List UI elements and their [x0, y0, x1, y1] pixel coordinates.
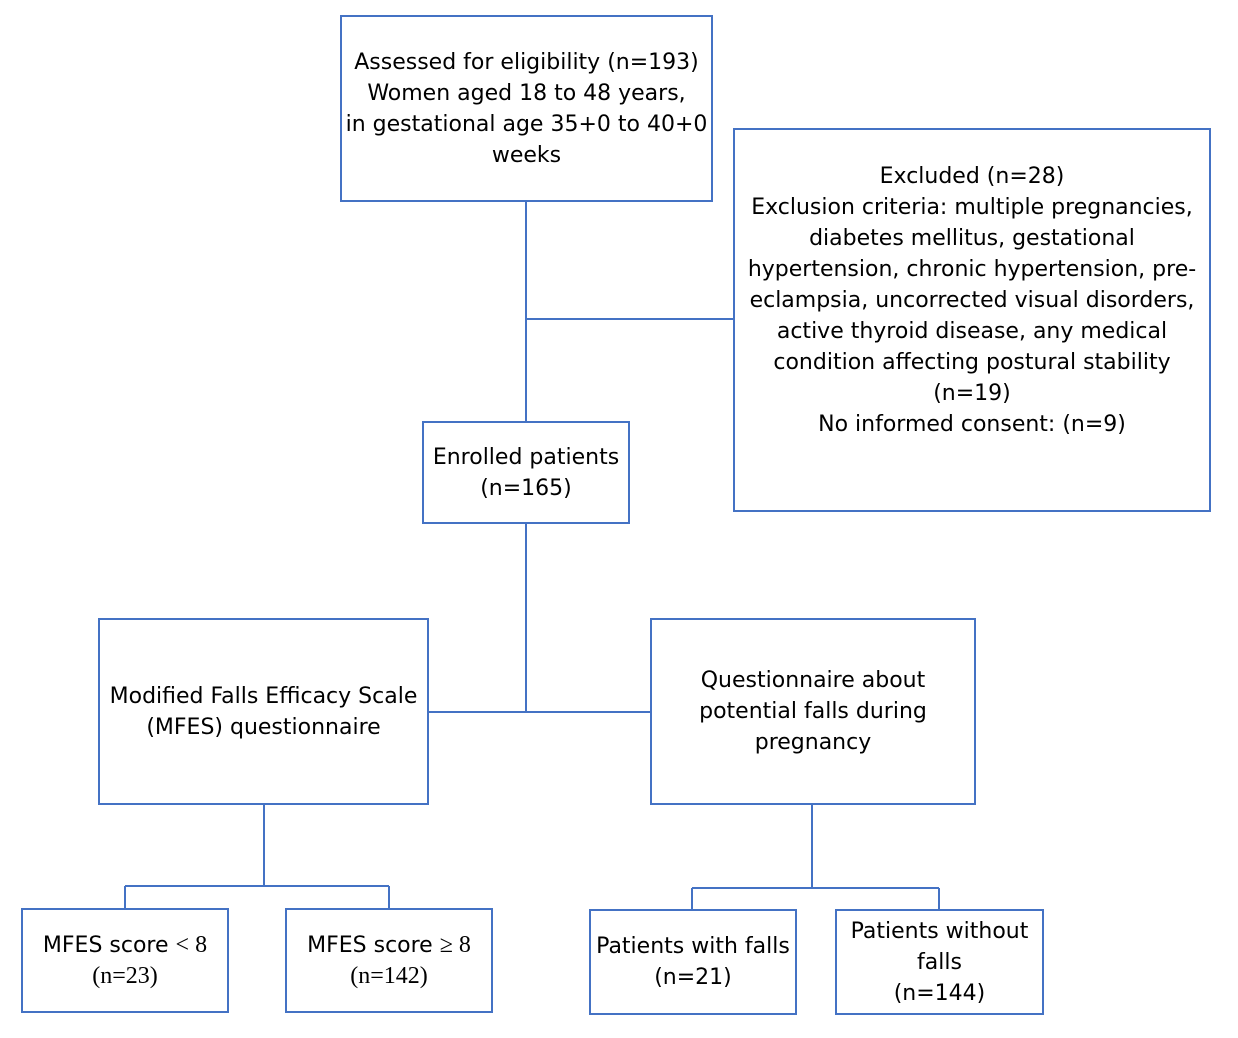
excluded-box: Excluded (n=28) Exclusion criteria: mult… [733, 128, 1211, 512]
enrolled-line: Enrolled patients [432, 444, 620, 470]
mfes-low-label: MFES score [42, 932, 169, 958]
without-falls-line: (n=144) [893, 980, 986, 1006]
excluded-line: (n=19) [933, 380, 1011, 406]
mfes-high-operator: ≥ 8 [439, 931, 471, 958]
falls-questionnaire-line: pregnancy [754, 730, 872, 755]
without-falls-line: Patients without [850, 918, 1029, 944]
eligibility-line: in gestational age 35+0 to 40+0 [345, 111, 708, 137]
mfes-low-operator: < 8 [175, 931, 208, 958]
mfes-line: (MFES) questionnaire [146, 714, 381, 740]
without-falls-line: falls [917, 949, 962, 975]
eligibility-line: Women aged 18 to 48 years, [367, 80, 686, 106]
excluded-line: No informed consent: (n=9) [818, 411, 1126, 437]
excluded-line: hypertension, chronic hypertension, pre- [747, 256, 1197, 282]
enrolled-box: Enrolled patients (n=165) [422, 421, 630, 524]
without-falls-box: Patients without falls (n=144) [835, 909, 1044, 1015]
mfes-high-box: MFES score ≥ 8 (n=142) [285, 908, 493, 1013]
mfes-line: Modified Falls Efficacy Scale [109, 683, 418, 709]
mfes-high-count: (n=142) [350, 962, 428, 989]
with-falls-line: Patients with falls [596, 934, 790, 959]
excluded-line: condition affecting postural stability [773, 349, 1171, 375]
with-falls-line: (n=21) [654, 965, 732, 990]
excluded-line: diabetes mellitus, gestational [809, 225, 1135, 251]
excluded-line: active thyroid disease, any medical [776, 318, 1168, 344]
excluded-line: Excluded (n=28) [879, 163, 1065, 189]
eligibility-box: Assessed for eligibility (n=193) Women a… [340, 15, 713, 202]
excluded-line: Exclusion criteria: multiple pregnancies… [751, 194, 1193, 220]
falls-questionnaire-line: potential falls during [699, 699, 927, 724]
mfes-high-score: MFES score ≥ 8 [307, 930, 471, 961]
mfes-questionnaire-box: Modified Falls Efficacy Scale (MFES) que… [98, 618, 429, 805]
eligibility-line: weeks [491, 142, 562, 168]
enrolled-line: (n=165) [480, 475, 572, 501]
with-falls-box: Patients with falls (n=21) [589, 909, 797, 1015]
mfes-low-count: (n=23) [92, 962, 158, 989]
eligibility-line: Assessed for eligibility (n=193) [354, 49, 699, 75]
excluded-line: eclampsia, uncorrected visual disorders, [749, 287, 1195, 313]
falls-questionnaire-line: Questionnaire about [700, 668, 926, 693]
falls-questionnaire-box: Questionnaire about potential falls duri… [650, 618, 976, 805]
mfes-high-label: MFES score [307, 932, 433, 958]
mfes-low-box: MFES score < 8 (n=23) [21, 908, 229, 1013]
mfes-low-score: MFES score < 8 [43, 930, 207, 961]
